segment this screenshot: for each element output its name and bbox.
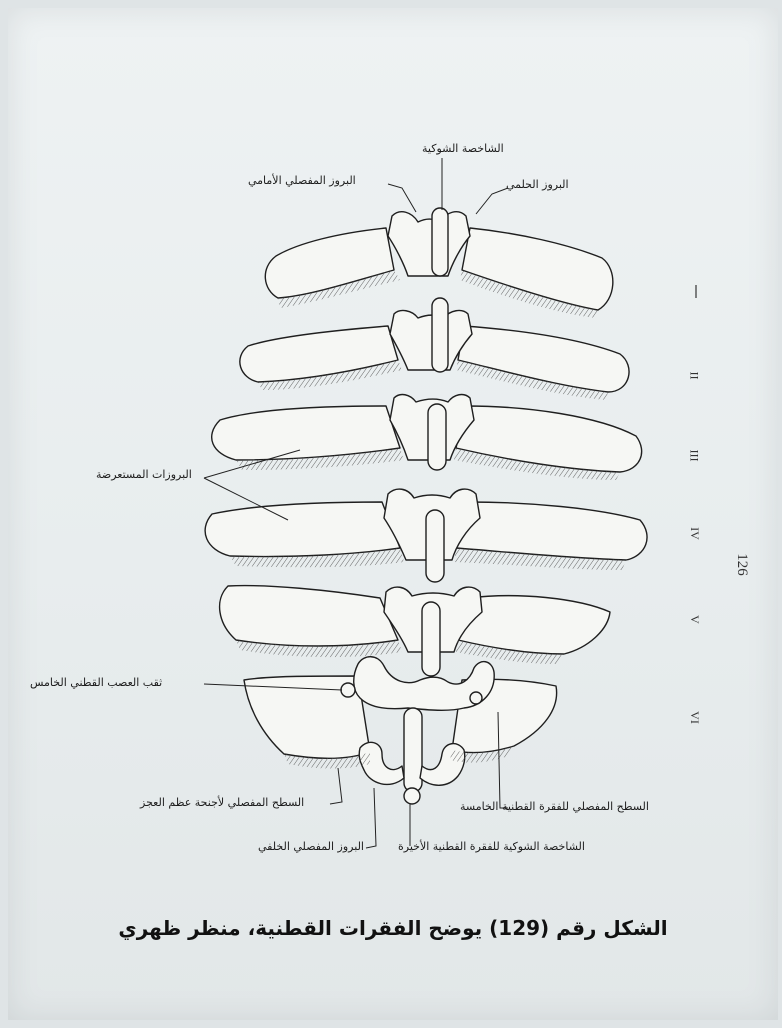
last-spinous-process bbox=[404, 708, 422, 792]
page-number: 126 bbox=[733, 553, 750, 576]
transverse-process-left-5 bbox=[220, 586, 398, 646]
vertebra-5 bbox=[220, 586, 610, 676]
transverse-process-left-4 bbox=[205, 502, 400, 557]
label-fifth-lumbar-articular-surface: السطح المفصلي للفقرة القطنية الخامسة bbox=[460, 800, 649, 813]
vertebra-6 bbox=[244, 657, 557, 804]
label-posterior-articular-process: البروز المفصلي الخلفي bbox=[258, 840, 364, 853]
lumbar-vertebrae-figure bbox=[8, 8, 778, 1020]
vertebra-number-3: III bbox=[687, 450, 702, 462]
vertebra-3 bbox=[212, 395, 642, 480]
label-transverse-processes: البروزات المستعرضة bbox=[96, 468, 192, 481]
label-sacral-wing-articular-surface: السطح المفصلي لأجنحة عظم العجز bbox=[140, 796, 304, 809]
label-anterior-articular-process: البروز المفصلي الأمامي bbox=[248, 174, 356, 187]
vertebra-number-6: VI bbox=[687, 711, 702, 724]
label-last-lumbar-spinous-process: الشاخصة الشوكية للفقرة القطنية الأخيرة bbox=[398, 840, 585, 853]
fifth-lumbar-nerve-foramen bbox=[341, 683, 355, 697]
figure-caption: الشكل رقم (129) يوضح الفقرات القطنية، من… bbox=[8, 916, 778, 940]
vertebral-body-1 bbox=[388, 212, 470, 276]
spinous-process-5 bbox=[422, 602, 440, 676]
vertebra-4 bbox=[205, 489, 647, 582]
label-spinous-process: الشاخصة الشوكية bbox=[422, 142, 504, 155]
spinous-process-2 bbox=[432, 298, 448, 372]
vertebra-number-2: II bbox=[687, 372, 702, 380]
vertebra-number-4: IV bbox=[687, 527, 702, 540]
label-fifth-lumbar-nerve-foramen: ثقب العصب القطني الخامس bbox=[30, 676, 162, 689]
label-mammillary-process: البروز الحلمي bbox=[506, 178, 569, 191]
transverse-process-left-1 bbox=[265, 228, 394, 298]
posterior-articular-process-right bbox=[420, 744, 465, 786]
spinous-process-3 bbox=[428, 404, 446, 470]
book-page: الشاخصة الشوكية البروز المفصلي الأمامي ا… bbox=[8, 8, 778, 1020]
spinous-process-4 bbox=[426, 510, 444, 582]
vertebra-number-5: V bbox=[687, 615, 702, 624]
spinous-process-1 bbox=[432, 208, 448, 276]
